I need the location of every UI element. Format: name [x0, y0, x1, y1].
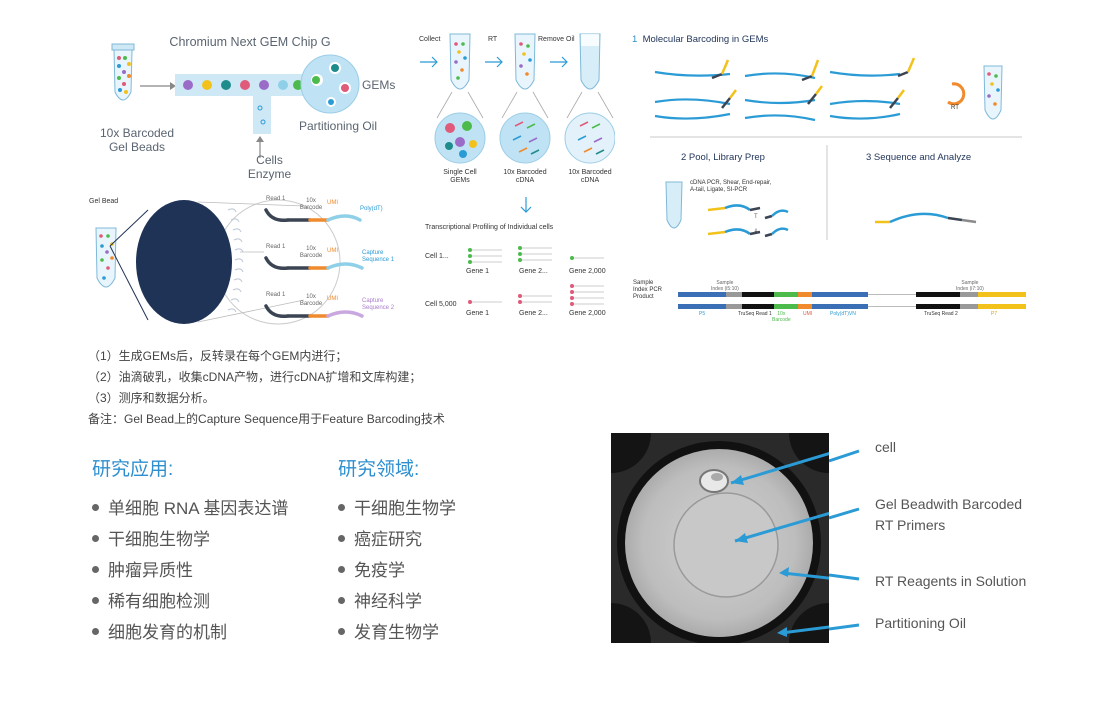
umi-label-2: UMI	[327, 248, 338, 254]
gel-bead-tube-icon	[95, 227, 117, 288]
tube-icon-2	[514, 33, 536, 90]
capture-seq-2-label: Capture Sequence 2	[362, 298, 395, 311]
gene2-label-b: Gene 2...	[519, 310, 548, 317]
field-item: 干细胞生物学	[338, 493, 456, 524]
rt-step-label: RT	[488, 36, 498, 43]
fields-section: 研究领域: 干细胞生物学 癌症研究 免疫学 神经科学 发育生物学	[338, 454, 456, 648]
tube-icon-right	[983, 65, 1003, 120]
field-item: 免疫学	[338, 555, 456, 586]
sample-index-i5: Sample Index (i5:10)	[711, 280, 739, 292]
application-item: 干细胞生物学	[92, 524, 288, 555]
capture-seq-1-label: Capture Sequence 1	[362, 250, 395, 263]
sample-index-i7: Sample Index (i7:10)	[956, 280, 984, 292]
oil-label: Partitioning Oil	[298, 119, 378, 133]
read1-label-1: Read 1	[266, 196, 286, 202]
single-cell-gems-circle	[434, 112, 486, 164]
step1-title: 1 Molecular Barcoding in GEMs	[632, 34, 769, 45]
down-arrow-icon	[520, 197, 532, 213]
process-graphic	[420, 33, 615, 164]
application-item: 细胞发育的机制	[92, 617, 288, 648]
barcode10x-label: 10x Barcode	[772, 311, 791, 323]
umi-label-3: UMI	[327, 296, 338, 302]
step3-title: 3 Sequence and Analyze	[866, 152, 972, 163]
application-item: 单细胞 RNA 基因表达谱	[92, 493, 288, 524]
barcode-label-1: 10x Barcode	[299, 198, 323, 211]
barcoded-cdna-label-1: 10x Barcoded cDNA	[503, 169, 547, 184]
truseq1-label: TruSeq Read 1	[738, 311, 772, 317]
application-item: 稀有细胞检测	[92, 586, 288, 617]
chip-graphic	[111, 43, 360, 158]
read1-label-3: Read 1	[266, 292, 286, 298]
gems-circle-icon	[300, 54, 360, 114]
gene1-label-a: Gene 1	[466, 268, 489, 275]
partitioning-oil-label: Partitioning Oil	[875, 615, 967, 631]
gene2000-label-a: Gene 2,000	[569, 268, 606, 275]
gel-bead-graphic	[95, 199, 364, 325]
barcoded-cdna-circle-2	[564, 112, 615, 164]
note-line-1: （1）生成GEMs后，反转录在每个GEM内进行；	[88, 349, 348, 363]
droplet-micrograph	[611, 433, 829, 643]
p7-label: P7	[991, 311, 998, 317]
t-label: T	[754, 214, 758, 220]
workflow-graphic	[650, 57, 1022, 240]
gel-bead-label: Gel Beadwith Barcoded RT Primers	[875, 496, 1023, 533]
a-label: A	[754, 229, 759, 235]
gene2000-label-b: Gene 2,000	[569, 310, 606, 317]
barcode-label-3: 10x Barcode	[299, 294, 323, 307]
step1-text: Molecular Barcoding in GEMs	[642, 34, 769, 45]
gems-label: GEMs	[362, 78, 396, 92]
gene2-label-a: Gene 2...	[519, 268, 548, 275]
profiling-title: Transcriptional Profiling of Individual …	[425, 224, 554, 231]
applications-section: 研究应用: 单细胞 RNA 基因表达谱 干细胞生物学 肿瘤异质性 稀有细胞检测 …	[92, 454, 288, 648]
rt-enzyme-icon	[947, 82, 966, 106]
collect-label: Collect	[419, 36, 441, 43]
gel-bead-tube-icon	[111, 43, 135, 101]
notes-block: （1）生成GEMs后，反转录在每个GEM内进行； （2）油滴破乳，收集cDNA产…	[88, 346, 445, 430]
sample-pcr-label: Sample Index PCR Product	[633, 280, 663, 300]
umi-label-1: UMI	[327, 200, 338, 206]
profiling-graphic	[468, 246, 604, 306]
tube-icon-1	[449, 33, 471, 90]
applications-heading: 研究应用:	[92, 459, 174, 480]
chip-title: Chromium Next GEM Chip G	[169, 35, 331, 49]
barcoded-cdna-label-2: 10x Barcoded cDNA	[568, 169, 612, 184]
step2-title: 2 Pool, Library Prep	[681, 152, 765, 163]
construct-bottom	[678, 304, 1026, 309]
single-cell-gems-label: Single Cell GEMs	[443, 169, 477, 184]
cell-label: cell	[875, 439, 897, 455]
polydt-label: Poly(dT)	[360, 206, 383, 212]
p5-label: P5	[699, 311, 706, 317]
pointer-lines	[829, 449, 860, 631]
cell1-label: Cell 1...	[425, 253, 449, 260]
truseq2-label: TruSeq Read 2	[924, 311, 958, 317]
tube-icon-prep	[665, 181, 683, 229]
remove-oil-label: Remove Oil	[538, 36, 575, 43]
gel-beads-label: 10x Barcoded Gel Beads	[99, 126, 175, 154]
construct-top	[678, 292, 1026, 297]
prep-description: cDNA PCR, Shear, End-repair, A-tail, Lig…	[690, 180, 772, 193]
bead-dots	[183, 80, 303, 90]
application-item: 肿瘤异质性	[92, 555, 288, 586]
gel-bead-title: Gel Bead	[89, 198, 119, 205]
barcoded-cdna-circle-1	[499, 112, 551, 164]
polydtvn-label: Poly(dT)VN	[830, 311, 856, 317]
note-line-4: 备注：Gel Bead上的Capture Sequence用于Feature B…	[88, 412, 445, 426]
library-construct	[678, 292, 1026, 309]
umi-seq-label: UMI	[803, 311, 813, 317]
field-item: 癌症研究	[338, 524, 456, 555]
field-item: 发育生物学	[338, 617, 456, 648]
cell5000-label: Cell 5,000	[425, 301, 457, 308]
barcode-label-2: 10x Barcode	[299, 246, 323, 259]
tube-icon-3	[579, 33, 601, 90]
note-line-2: （2）油滴破乳，收集cDNA产物，进行cDNA扩增和文库构建；	[88, 370, 422, 384]
note-line-3: （3）测序和数据分析。	[88, 391, 215, 405]
read1-label-2: Read 1	[266, 244, 286, 250]
field-item: 神经科学	[338, 586, 456, 617]
cells-enzyme-label: Cells Enzyme	[247, 153, 292, 181]
rt-reagents-label: RT Reagents in Solution	[875, 573, 1027, 589]
rt-label: RT	[951, 105, 959, 111]
gene1-label-b: Gene 1	[466, 310, 489, 317]
fields-heading: 研究领域:	[338, 459, 420, 480]
